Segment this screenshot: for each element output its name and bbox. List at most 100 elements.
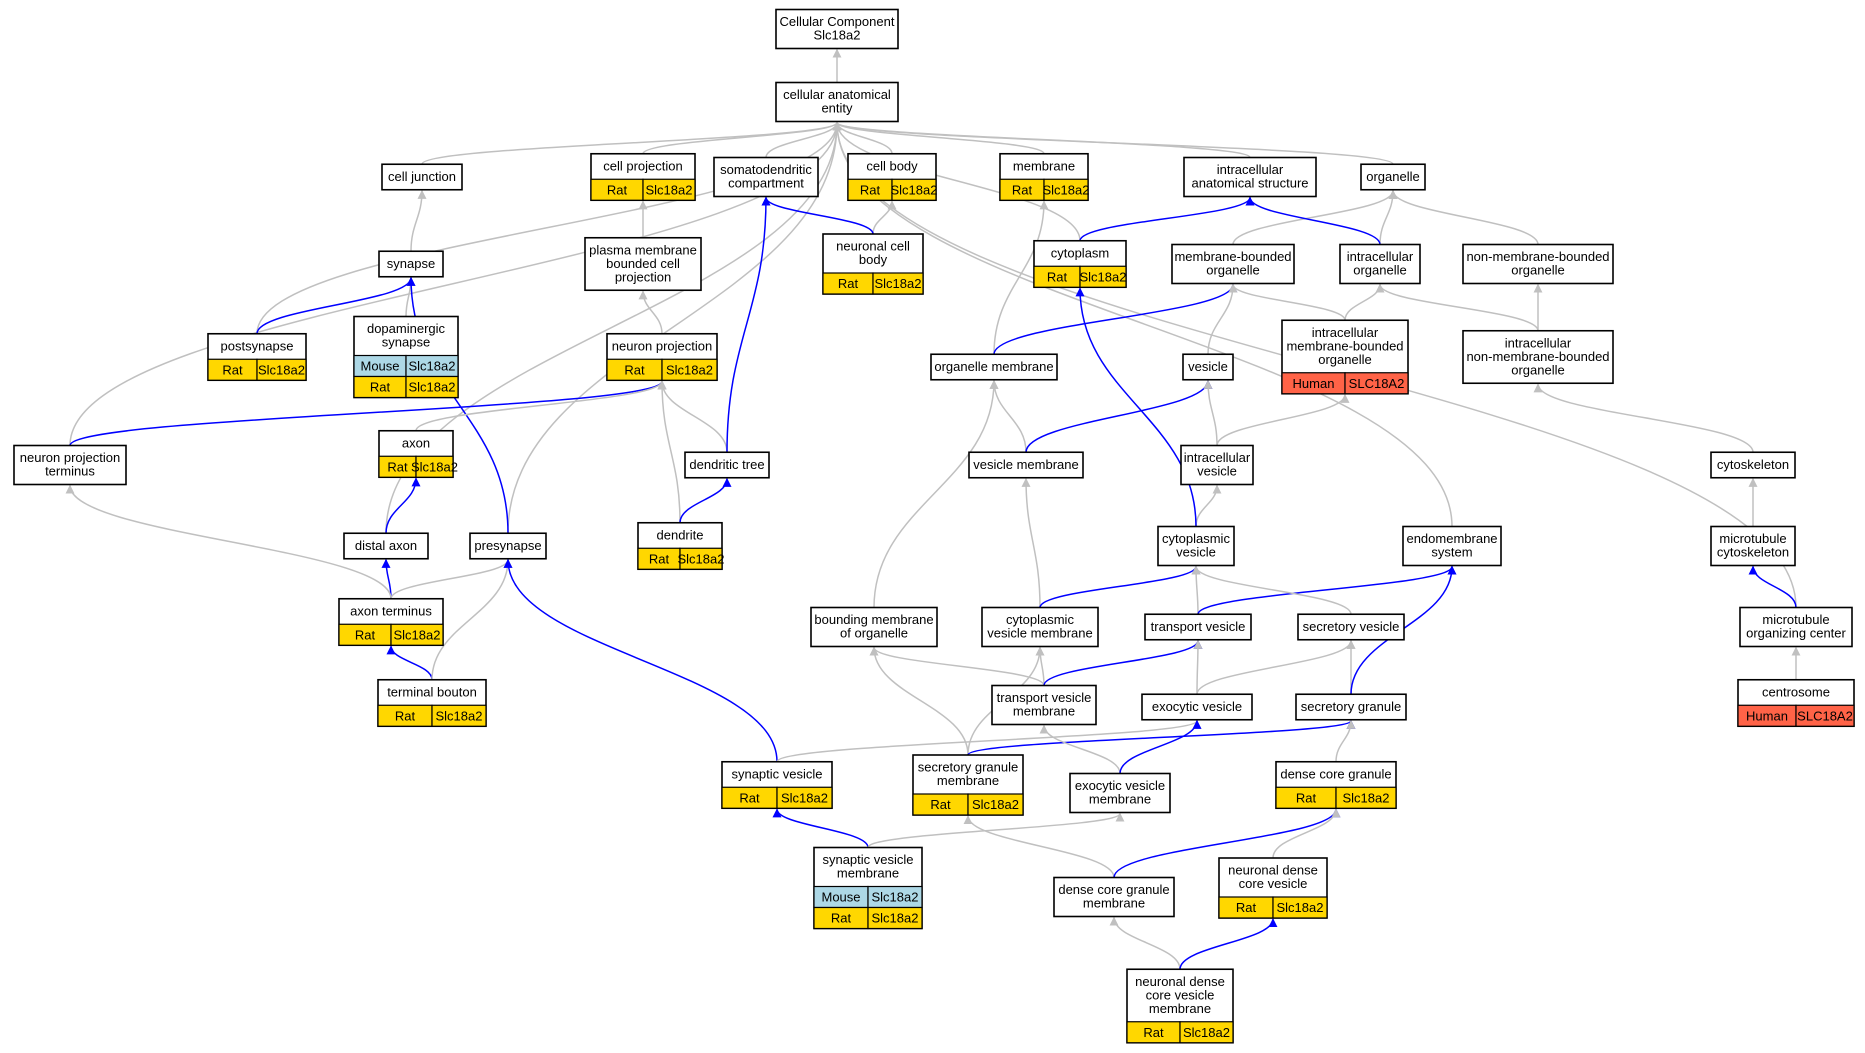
- part-of-edge-ndcvm-ndcv: [1179, 918, 1278, 970]
- node-vesicle-membrane[interactable]: vesicle membrane: [968, 451, 1084, 479]
- node-label: cytoskeleton: [1717, 457, 1789, 472]
- node-label: organelle: [1206, 263, 1260, 278]
- is-a-edge-imbo-io: [1344, 283, 1385, 321]
- is-a-edge-axterm-npt: [65, 484, 392, 599]
- node-transport-vesicle[interactable]: transport vesicle: [1144, 613, 1252, 641]
- node-distal-axon[interactable]: distal axon: [343, 532, 429, 560]
- node-label: core vesicle: [1239, 876, 1308, 891]
- gene-label: Slc18a2: [891, 182, 938, 197]
- node-synapse[interactable]: synapse: [378, 250, 444, 278]
- node-label: exocytic vesicle: [1075, 778, 1165, 793]
- node-label: of organelle: [840, 626, 908, 641]
- part-of-edge-postsyn-synapse: [256, 276, 416, 334]
- gene-symbol-cell: [1335, 786, 1397, 809]
- node-box: [775, 81, 899, 123]
- part-of-edge-vesmem-vesicle: [1025, 379, 1213, 453]
- node-presynapse[interactable]: presynapse: [469, 532, 547, 560]
- node-vesicle[interactable]: vesicle: [1182, 353, 1234, 381]
- node-label: exocytic vesicle: [1152, 699, 1242, 714]
- node-box: [1360, 163, 1426, 191]
- node-label: neuronal dense: [1228, 863, 1318, 878]
- part-of-edge-dendrite-dtree: [679, 477, 732, 523]
- gene-label: Slc18a2: [666, 362, 713, 377]
- is-a-edge-ivesicle-imbo: [1216, 393, 1350, 446]
- node-label: secretory granule: [1301, 699, 1401, 714]
- node-label: dense core granule: [1280, 766, 1391, 781]
- node-secretory-granule[interactable]: secretory granule: [1295, 693, 1407, 721]
- gene-symbol-cell: [256, 358, 307, 381]
- node-box: [1069, 772, 1171, 814]
- is-a-edge-cproj-cae: [642, 121, 842, 155]
- is-a-edge-membrane-cae: [832, 121, 1045, 155]
- node-label: membrane: [1149, 1001, 1211, 1016]
- node-label: non-membrane-bounded: [1466, 249, 1609, 264]
- species-label: Rat: [838, 276, 859, 291]
- node-label: microtubule: [1762, 612, 1829, 627]
- node-label: organelle: [1366, 169, 1420, 184]
- species-label: Rat: [930, 797, 951, 812]
- node-box: [1182, 353, 1234, 381]
- gene-label: Slc18a2: [646, 182, 693, 197]
- species-label: Rat: [370, 380, 391, 395]
- node-cell-junction[interactable]: cell junction: [381, 163, 463, 191]
- node-label: distal axon: [355, 538, 417, 553]
- node-label: neuron projection: [20, 450, 120, 465]
- is-a-edge-vesicle-mbo: [1207, 283, 1238, 355]
- node-organelle-membrane[interactable]: organelle membrane: [930, 353, 1058, 381]
- node-cytoskeleton[interactable]: cytoskeleton: [1710, 451, 1796, 479]
- node-secretory-vesicle[interactable]: secretory vesicle: [1297, 613, 1405, 641]
- node-label: dendrite: [657, 527, 704, 542]
- node-intracellular-non-membrane-bounded-organelle[interactable]: intracellularnon-membrane-boundedorganel…: [1462, 329, 1614, 385]
- node-label: cell projection: [603, 158, 683, 173]
- gene-label: Slc18a2: [1277, 900, 1324, 915]
- node-organelle[interactable]: organelle: [1360, 163, 1426, 191]
- node-intracellular-membrane-bounded-organelle[interactable]: intracellularmembrane-boundedorganelleHu…: [1281, 319, 1409, 395]
- node-label: anatomical structure: [1191, 176, 1308, 191]
- is-a-edge-nmbo-organelle: [1388, 189, 1539, 245]
- is-a-edge-ivesicle-vesicle: [1203, 379, 1218, 446]
- node-box: [343, 532, 429, 560]
- node-label: presynapse: [474, 538, 541, 553]
- node-exocytic-vesicle[interactable]: exocytic vesicle: [1141, 693, 1253, 721]
- node-dendritic-tree[interactable]: dendritic tree: [684, 451, 770, 479]
